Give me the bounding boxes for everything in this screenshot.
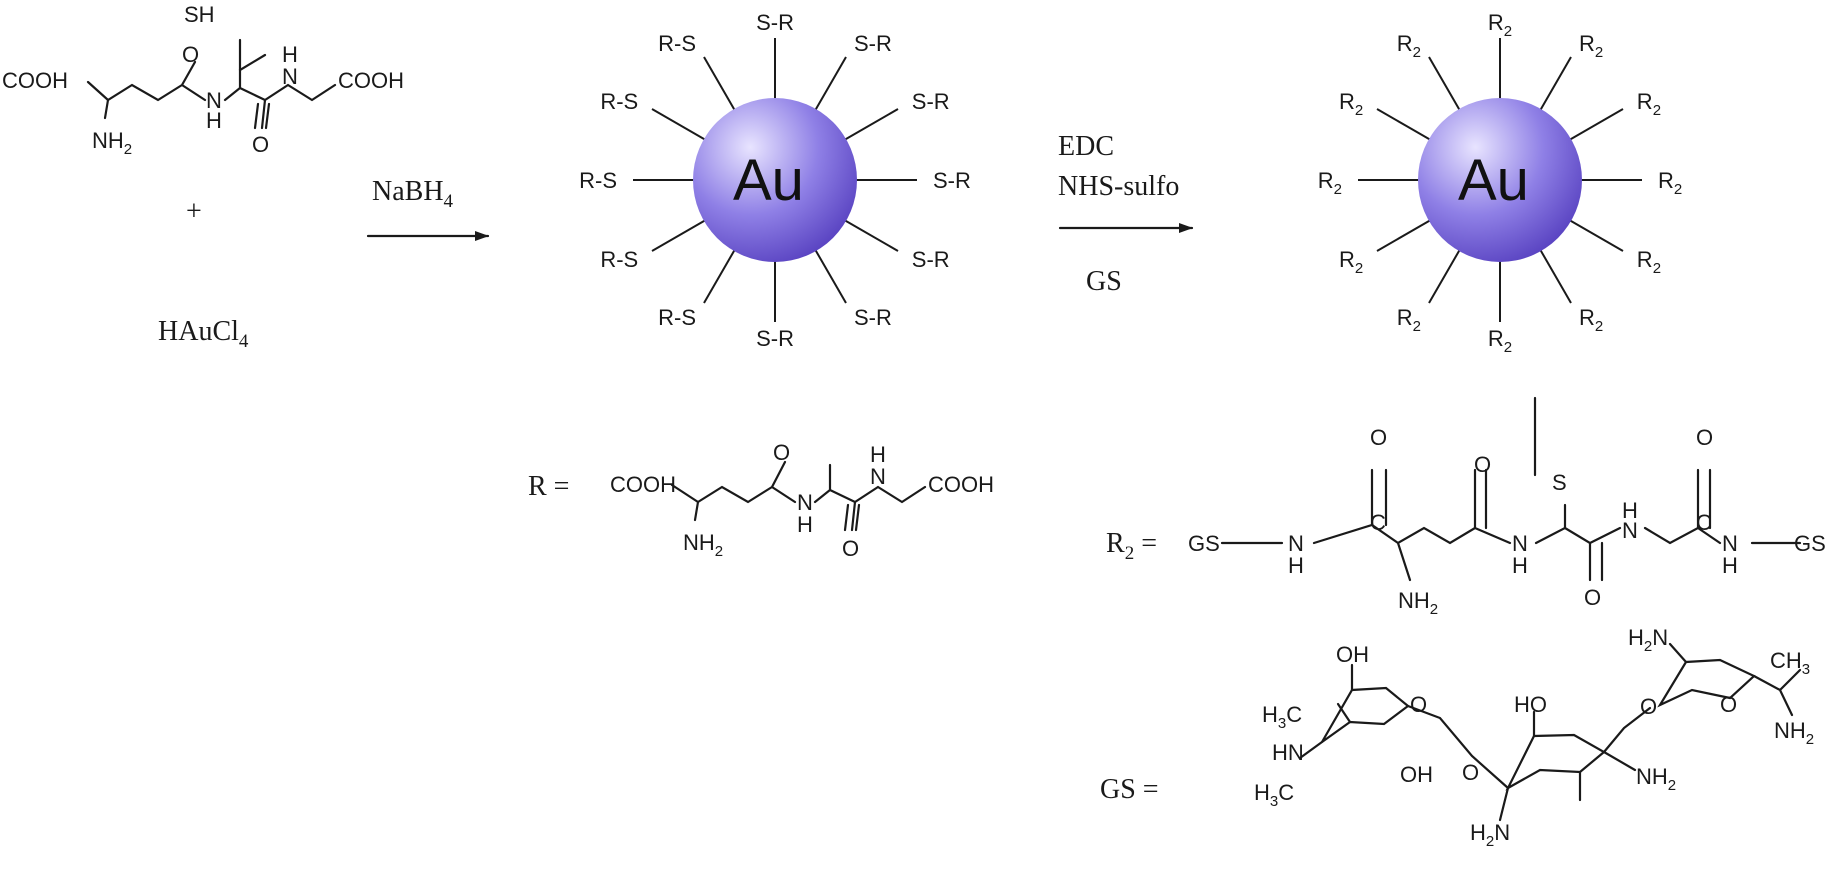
r-amide-h-top: H [870,442,886,467]
gs-hn: HN [1272,740,1304,765]
r2-o1: O [1370,425,1387,450]
ligand-label-sr: R-S [579,168,617,193]
r-amide-n-top: N [870,464,886,489]
r2-gs-left: GS [1188,531,1220,556]
step2-reagent-nhs: NHS-sulfo [1058,171,1179,202]
r2-o3: O [1584,585,1601,610]
ligand-label-sr: S-R [912,89,950,114]
cooh-left-label: COOH [2,68,68,93]
ligand-label-r2: R2 [1318,168,1342,198]
gs-nh2-b: NH2 [1774,718,1814,748]
ligand-label-sr: R-S [600,89,638,114]
cooh-right-label: COOH [338,68,404,93]
ligand-label-r2: R2 [1579,31,1603,61]
r-nh2-label: NH2 [683,530,723,560]
ligand-label-sr: R-S [658,305,696,330]
ligand-label-sr: S-R [854,305,892,330]
amide-h-mid-label: H [206,108,222,133]
gs-equals-label: GS = [1100,774,1159,805]
gs-ring-o1: O [1410,692,1427,717]
gold-core-sphere [1418,98,1582,262]
glutathione-structure: COOH NH2 SH O N H H N O COOH [2,2,404,158]
r2-equals-label: R2 = [1106,528,1157,564]
gs-h2n-a: H2N [1470,820,1510,850]
r2-s: S [1552,470,1567,495]
ligand-label-sr: S-R [756,10,794,35]
ligand-label-r2: R2 [1339,89,1363,119]
ligand-label-r2: R2 [1488,10,1512,40]
gs-h3c-b: H3C [1254,780,1294,810]
au-core-label: Au [1458,148,1529,213]
r2-h2: H [1512,553,1528,578]
r2-n3: N [1622,518,1638,543]
r2-h3: H [1622,498,1638,523]
nh2-label: NH2 [92,128,132,158]
ligand-label-sr: S-R [933,168,971,193]
r-amide-h-mid: H [797,512,813,537]
r-equals-label: R = [528,471,569,502]
step1-reagent-label: NaBH4 [372,176,454,212]
step2-reagent-edc: EDC [1058,131,1114,162]
amide-n-mid-label: N [206,88,222,113]
step2-reagent-gs: GS [1086,266,1122,297]
ligand-label-r2: R2 [1637,247,1661,277]
r2-c1: C [1370,510,1386,535]
gs-h2n-b: H2N [1628,625,1668,655]
r2-n1: N [1288,531,1304,556]
ligand-label-r2: R2 [1397,305,1421,335]
plus-sign: + [186,196,202,227]
gs-ho: HO [1514,692,1547,717]
r2-c2: C [1696,510,1712,535]
r2-n2: N [1512,531,1528,556]
sh-label: SH [184,2,215,27]
r-definition: R = COOH NH2 O N H H N O COOH [528,440,994,561]
ligand-label-sr: R-S [600,247,638,272]
r2-gs-right: GS [1794,531,1826,556]
ligand-label-r2: R2 [1397,31,1421,61]
r-cooh-right: COOH [928,472,994,497]
ligand-label-sr: S-R [912,247,950,272]
ligand-label-sr: S-R [756,326,794,351]
carbonyl-o-bottom-label: O [252,132,269,157]
gold-nanoparticle-sr: Au S-R S-R S-R S-R S-R S-R S-R R-S R-S R-S R-S R-S [579,10,971,351]
r2-nh2-label: NH2 [1398,588,1438,618]
gs-oh2: OH [1400,762,1433,787]
gs-o-link2: O [1640,694,1657,719]
gs-ch3: CH3 [1770,648,1810,678]
r2-o4: O [1696,425,1713,450]
r2-n4: N [1722,531,1738,556]
amide-n-top-label: N [282,64,298,89]
gs-nh2-a: NH2 [1636,764,1676,794]
ligand-label-r2: R2 [1488,326,1512,356]
ligand-label-r2: R2 [1579,305,1603,335]
ligand-label-r2: R2 [1658,168,1682,198]
gs-ring-o2: O [1720,692,1737,717]
amide-h-top-label: H [282,42,298,67]
r-amide-n-mid: N [797,490,813,515]
r2-definition: R2 = GS N H O C NH2 O S N H H N O O C N … [1106,425,1826,618]
carbonyl-o-top-label: O [182,42,199,67]
gs-oh1: OH [1336,642,1369,667]
gs-definition: GS = OH H3C HN H3C O OH O HO NH2 H2N O O… [1100,625,1814,850]
gold-core-sphere [693,98,857,262]
haucl4-label: HAuCl4 [158,316,249,352]
gs-o-link1: O [1462,760,1479,785]
gs-h3c-a: H3C [1262,702,1302,732]
ligand-label-sr: R-S [658,31,696,56]
r-carbonyl-o-bottom: O [842,536,859,561]
ligand-label-r2: R2 [1339,247,1363,277]
r-carbonyl-o-top: O [773,440,790,465]
r2-o2: O [1474,452,1491,477]
r2-h4: H [1722,553,1738,578]
ligand-label-sr: S-R [854,31,892,56]
r2-h1: H [1288,553,1304,578]
au-core-label: Au [733,148,804,213]
ligand-label-r2: R2 [1637,89,1661,119]
r-cooh-left: COOH [610,472,676,497]
